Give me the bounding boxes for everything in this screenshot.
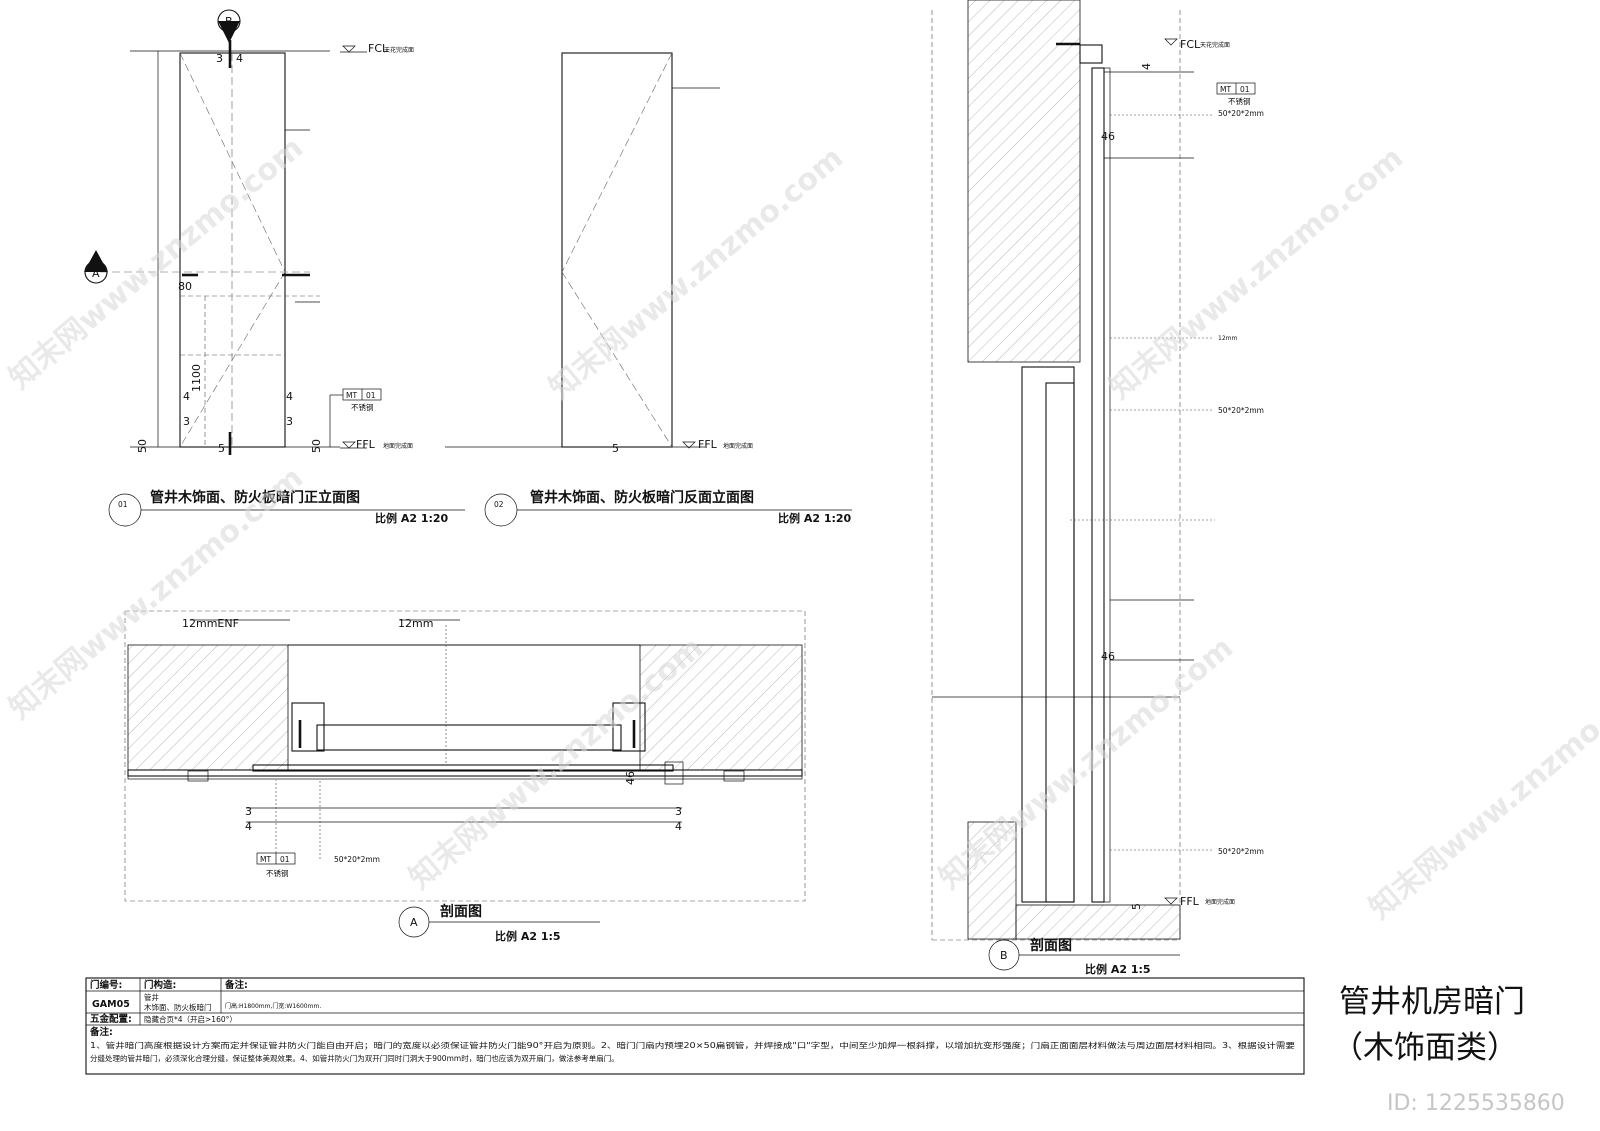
steel-label-b3: 50*20*2mm xyxy=(1218,847,1264,856)
door-size: 门高:H1800mm,门宽:W1600mm. xyxy=(225,1002,321,1010)
elevation-01: FCL 天花完成面 FFL 地面完成面 80 1100 50 50 4 4 3 … xyxy=(84,9,465,527)
remarks-line-1: 1、管井暗门高度根据设计方案而定并保证管井防火门能自由开启；暗门的宽度以必须保证… xyxy=(90,1040,1296,1050)
sheet-title-line-2: （木饰面类） xyxy=(1332,1030,1518,1066)
dim-50-right: 50 xyxy=(310,439,323,453)
fcl-label-01: FCL xyxy=(368,42,389,55)
dim-3-right: 3 xyxy=(286,415,293,428)
enf-label: 12mmENF xyxy=(182,617,239,630)
dim-3-left: 3 xyxy=(183,415,190,428)
section-mark-b-label: B xyxy=(1000,949,1008,962)
watermark-text-7: 知末网www.znzmo.com xyxy=(1363,660,1600,926)
stainless-b: 不锈钢 xyxy=(1228,96,1251,106)
mt-num-b: 01 xyxy=(1240,85,1250,94)
dim-4-right: 4 xyxy=(286,390,293,403)
section-b: FCL 天花完成面 FFL 地面完成面 MT 01 不锈钢 50*20*2mm … xyxy=(931,0,1264,976)
watermark-text-3: 知末网www.znzmo.com xyxy=(1103,140,1410,406)
ffl-label-02: FFL xyxy=(698,438,718,451)
drawing-title-01: 管井木饰面、防火板暗门正立面图 xyxy=(150,489,360,506)
dim-4-top: 4 xyxy=(236,52,243,65)
board-12-label: 12mm xyxy=(398,617,433,630)
remarks-line-2: 分缝处理的管井暗门，必须深化合理分缝，保证整体美观效果。4、如管井防火门为双开门… xyxy=(90,1053,619,1063)
section-a: 12mmENF 12mm 3 3 4 4 46 MT 01 不锈钢 50*20*… xyxy=(124,610,806,943)
section-mark-a-label: A xyxy=(410,916,418,929)
construct-line-2: 木饰面、防火板暗门 xyxy=(144,1002,212,1012)
section-mark-a: A xyxy=(84,250,108,284)
dim-4-secA-r: 4 xyxy=(675,820,682,833)
dim-46-b-mid: 46 xyxy=(1101,650,1115,663)
dim-5-02: 5 xyxy=(612,442,619,455)
dim-4-b: 4 xyxy=(1140,63,1153,70)
steel-label-b1: 50*20*2mm xyxy=(1218,109,1264,118)
dim-3-secA-r: 3 xyxy=(675,805,682,818)
mt-code-01: MT xyxy=(346,391,357,400)
fcl-note-b: 天花完成面 xyxy=(1200,41,1230,49)
drawing-number-02: 02 xyxy=(494,500,504,509)
svg-text:B: B xyxy=(225,15,233,28)
board-12-label-b: 12mm xyxy=(1218,335,1237,342)
ffl-note-02: 地面完成面 xyxy=(723,442,753,450)
dim-80: 80 xyxy=(178,280,192,293)
svg-text:A: A xyxy=(92,267,100,280)
section-scale-a: 比例 A2 1:5 xyxy=(495,929,561,943)
construct-line-1: 管井 xyxy=(144,992,159,1002)
schedule-header-construct: 门构造: xyxy=(144,979,176,991)
mt-code-b: MT xyxy=(1220,85,1231,94)
section-mark-b: B xyxy=(217,9,241,43)
schedule-header-note: 备注: xyxy=(224,979,248,991)
steel-label-b2: 50*20*2mm xyxy=(1218,406,1264,415)
dim-3-top: 3 xyxy=(216,52,223,65)
dim-5-bottom: 5 xyxy=(218,442,225,455)
watermark-text-1: 知末网www.znzmo.com xyxy=(3,130,310,396)
watermark-text-2: 知末网www.znzmo.com xyxy=(543,140,850,406)
section-title-a: 剖面图 xyxy=(440,903,482,920)
dim-46-secA: 46 xyxy=(624,771,637,785)
section-scale-b: 比例 A2 1:5 xyxy=(1085,962,1151,976)
ffl-note-b: 地面完成面 xyxy=(1205,898,1235,906)
watermark-id: ID: 1225535860 xyxy=(1387,1091,1565,1116)
door-schedule-table: 门编号: 门构造: 备注: GAM05 管井 木饰面、防火板暗门 门高:H180… xyxy=(85,977,1305,1075)
mt-code-secA: MT xyxy=(260,855,271,864)
dim-50-left: 50 xyxy=(136,439,149,453)
remarks-label: 备注: xyxy=(89,1026,113,1038)
watermark-layer: 知末网www.znzmo.com 知末网www.znzmo.com 知末网www… xyxy=(3,130,1600,1116)
dim-5-b: 5 xyxy=(1130,903,1143,910)
hardware-value: 隐藏合页*4（开启>160°） xyxy=(144,1014,237,1024)
steel-label-secA: 50*20*2mm xyxy=(334,855,380,864)
dim-46-b-top: 46 xyxy=(1101,130,1115,143)
dim-1100: 1100 xyxy=(190,364,203,392)
dim-4-left: 4 xyxy=(183,390,190,403)
dim-4-secA-l: 4 xyxy=(245,820,252,833)
elevation-02: 5 FFL 地面完成面 02 管井木饰面、防火板暗门反面立面图 比例 A2 1:… xyxy=(445,52,852,527)
stainless-01: 不锈钢 xyxy=(351,402,374,412)
fcl-note-01: 天花完成面 xyxy=(384,46,414,54)
ffl-label-b: FFL xyxy=(1180,895,1200,908)
stainless-secA: 不锈钢 xyxy=(266,868,289,878)
schedule-header-code: 门编号: xyxy=(90,979,122,991)
door-code: GAM05 xyxy=(92,999,130,1010)
ffl-label-01: FFL xyxy=(356,438,376,451)
ffl-note-01: 地面完成面 xyxy=(383,442,413,450)
mt-num-01: 01 xyxy=(366,391,376,400)
drawing-title-02: 管井木饰面、防火板暗门反面立面图 xyxy=(530,489,754,506)
sheet-title-line-1: 管井机房暗门 xyxy=(1339,984,1525,1020)
watermark-text-6: 知末网www.znzmo.com xyxy=(933,630,1240,896)
fcl-label-b: FCL xyxy=(1180,38,1201,51)
drawing-scale-02: 比例 A2 1:20 xyxy=(778,511,852,525)
mt-num-secA: 01 xyxy=(280,855,290,864)
drawing-number-01: 01 xyxy=(118,500,128,509)
dim-3-secA-l: 3 xyxy=(245,805,252,818)
drawing-scale-01: 比例 A2 1:20 xyxy=(375,511,449,525)
section-title-b: 剖面图 xyxy=(1030,937,1072,954)
hardware-label: 五金配置: xyxy=(90,1013,132,1025)
